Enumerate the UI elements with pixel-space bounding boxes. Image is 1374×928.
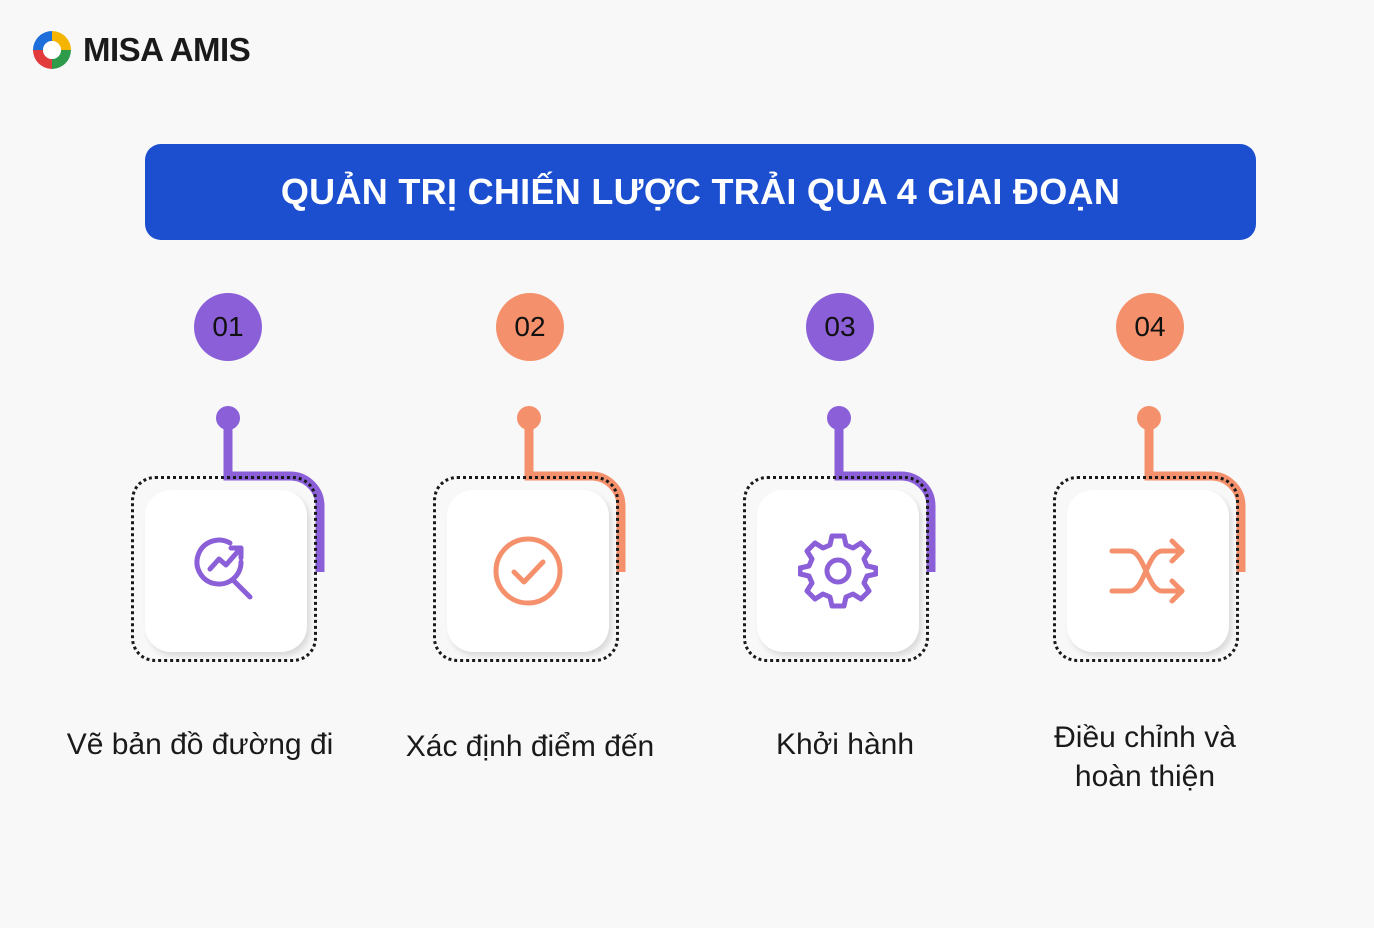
misa-amis-logo-icon xyxy=(33,31,71,69)
brand-name: MISA AMIS xyxy=(83,31,251,68)
title-banner: QUẢN TRỊ CHIẾN LƯỢC TRẢI QUA 4 GIAI ĐOẠN xyxy=(145,144,1256,240)
step-2-number: 02 xyxy=(514,311,546,342)
gear-icon xyxy=(798,533,878,609)
step-3-dotted-frame xyxy=(743,476,929,662)
step-2-badge: 02 xyxy=(496,293,564,361)
step-2-card xyxy=(447,490,609,652)
step-3-badge: 03 xyxy=(806,293,874,361)
brand-logo: MISA AMIS xyxy=(30,28,251,72)
step-2-dotted-frame xyxy=(433,476,619,662)
step-1-dotted-frame xyxy=(131,476,317,662)
page-title: QUẢN TRỊ CHIẾN LƯỢC TRẢI QUA 4 GIAI ĐOẠN xyxy=(280,171,1121,212)
step-1-number: 01 xyxy=(212,311,244,342)
step-3-label: Khởi hành xyxy=(775,728,915,761)
step-4-card xyxy=(1067,490,1229,652)
step-1-badge: 01 xyxy=(194,293,262,361)
step-4-label: Điều chỉnh và hoàn thiện xyxy=(1054,721,1236,793)
step-1-label: Vẽ bản đồ đường đi xyxy=(66,728,334,761)
shuffle-icon xyxy=(1109,538,1185,604)
step-4-number: 04 xyxy=(1134,311,1166,342)
step-3-card xyxy=(757,490,919,652)
step-4-dotted-frame xyxy=(1053,476,1239,662)
step-4-badge: 04 xyxy=(1116,293,1184,361)
step-1-card xyxy=(145,490,307,652)
search-analytics-icon xyxy=(194,537,253,600)
step-2-label: Xác định điểm đến xyxy=(405,730,655,763)
step-3-number: 03 xyxy=(824,311,856,342)
check-circle-icon xyxy=(493,536,563,606)
